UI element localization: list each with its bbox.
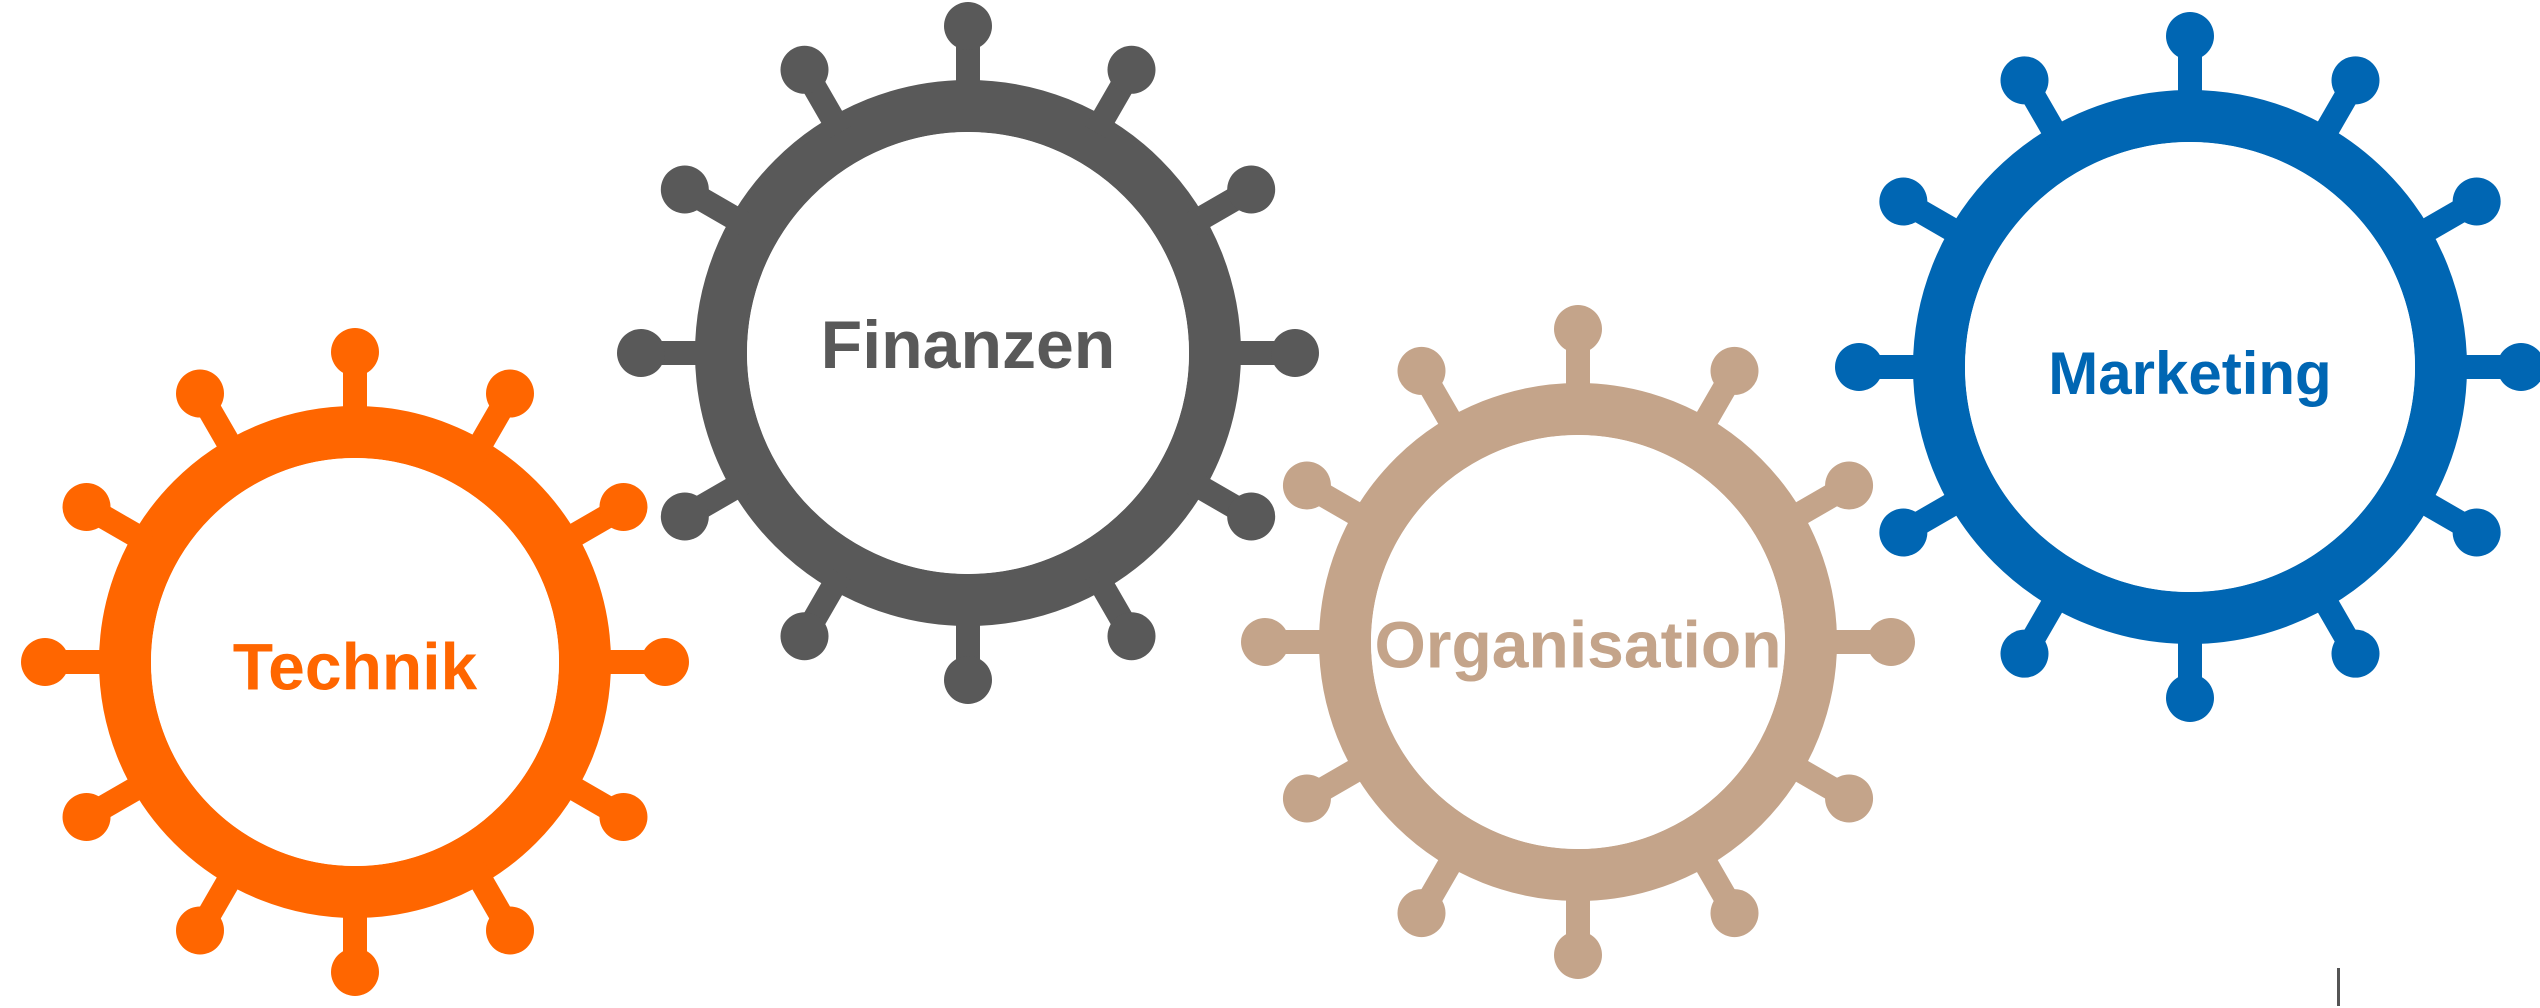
gear-spoke-knob [2331, 56, 2380, 105]
gear-spoke-knob [1710, 889, 1759, 938]
gear-center [747, 132, 1189, 574]
gear-spoke-knob [1227, 492, 1276, 541]
gear-spoke-knob [21, 638, 69, 686]
gear-spoke-knob [1271, 329, 1319, 377]
gear-spoke-knob [660, 492, 709, 541]
gear-spoke-knob [617, 329, 665, 377]
gear-technik [21, 328, 689, 996]
gear-spoke-knob [62, 483, 111, 531]
gear-spoke-knob [486, 906, 534, 955]
gear-spoke-knob [2166, 674, 2214, 722]
gear-marketing [1835, 12, 2540, 722]
gear-spoke-knob [2000, 629, 2049, 678]
gear-spoke-knob [599, 793, 648, 841]
gear-spoke-knob [486, 369, 534, 418]
gear-label-marketing: Marketing [2048, 340, 2331, 407]
gear-center [1965, 142, 2415, 592]
gear-spoke-knob [641, 638, 689, 686]
gear-spoke-knob [176, 906, 224, 955]
gear-spoke-knob [1835, 343, 1883, 391]
gear-label-finanzen: Finanzen [821, 307, 1116, 383]
gear-center [151, 458, 559, 866]
gear-spoke-knob [2331, 629, 2380, 678]
gear-ring [1913, 90, 2467, 644]
gear-spoke-knob [1107, 45, 1156, 94]
gear-label-organisation: Organisation [1374, 607, 1781, 681]
gear-spoke-knob [1825, 461, 1874, 510]
gear-spoke-knob [1710, 346, 1759, 395]
gear-spoke-knob [1282, 774, 1331, 823]
gear-spoke-knob [176, 369, 224, 418]
gear-spoke-knob [2497, 343, 2540, 391]
gear-spoke-knob [660, 165, 709, 214]
gear-spoke-knob [1554, 931, 1602, 979]
gear-spoke-knob [1107, 612, 1156, 661]
gear-spoke-knob [1879, 508, 1928, 557]
gear-spoke-knob [2452, 177, 2501, 226]
gear-spoke-knob [2000, 56, 2049, 105]
gear-spoke-knob [62, 793, 111, 841]
gear-spoke-knob [944, 656, 992, 704]
gear-spoke-knob [1879, 177, 1928, 226]
gear-spoke-knob [944, 2, 992, 50]
text-cursor-mark [2337, 968, 2340, 1006]
gear-spoke-knob [2166, 12, 2214, 60]
gear-spoke-knob [1241, 618, 1289, 666]
gear-center [1371, 435, 1785, 849]
gear-spoke-knob [1867, 618, 1915, 666]
gear-spoke-knob [2452, 508, 2501, 557]
gear-spoke-knob [1397, 346, 1446, 395]
gear-ring [99, 406, 611, 918]
gear-spoke-knob [599, 483, 648, 531]
gear-spoke-knob [780, 612, 829, 661]
gear-organisation [1241, 305, 1915, 979]
gear-spoke-knob [780, 45, 829, 94]
gear-label-technik: Technik [233, 629, 478, 703]
gear-finanzen [617, 2, 1319, 704]
gear-spoke-knob [1282, 461, 1331, 510]
gear-ring [695, 80, 1241, 626]
gear-spoke-knob [1554, 305, 1602, 353]
gear-spoke-knob [331, 948, 379, 996]
gear-spoke-knob [1825, 774, 1874, 823]
gear-ring [1319, 383, 1837, 901]
gear-spoke-knob [331, 328, 379, 376]
gear-spoke-knob [1397, 889, 1446, 938]
gear-spoke-knob [1227, 165, 1276, 214]
